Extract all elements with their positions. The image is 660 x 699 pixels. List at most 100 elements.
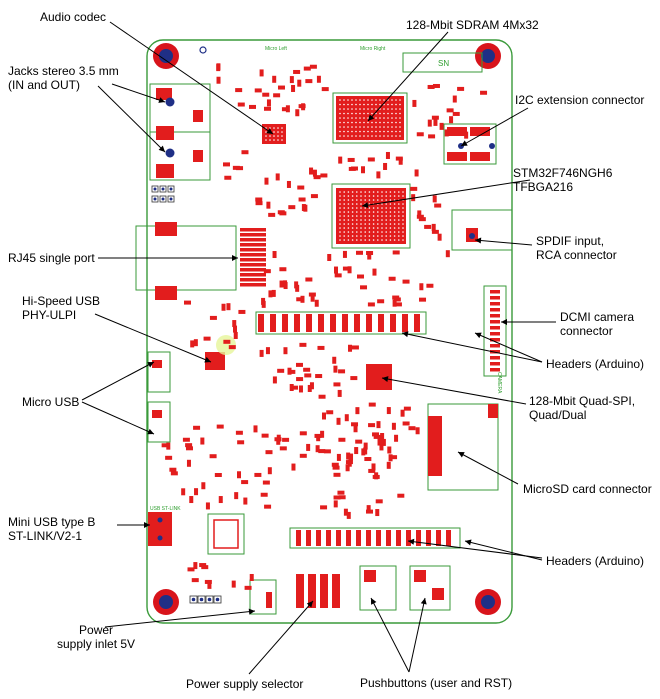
arduino-header-pad bbox=[306, 314, 312, 332]
sdram-ball bbox=[339, 126, 341, 128]
sdram-ball bbox=[347, 126, 349, 128]
sdram-ball bbox=[371, 103, 373, 106]
mcu-ball bbox=[368, 195, 371, 197]
mcu-ball bbox=[347, 227, 350, 229]
passive-component bbox=[415, 427, 420, 435]
mcu-ball bbox=[377, 231, 379, 233]
rj45-pad bbox=[155, 222, 177, 236]
passive-component bbox=[190, 340, 195, 348]
sdram-ball bbox=[395, 121, 397, 124]
micro-left-silk: Micro Left bbox=[265, 46, 288, 52]
sdram-ball bbox=[371, 135, 373, 137]
passive-component bbox=[185, 446, 193, 451]
header-pin bbox=[205, 595, 214, 604]
mcu-ball bbox=[398, 239, 400, 241]
label-sdram: 128-Mbit SDRAM 4Mx32 bbox=[406, 18, 539, 32]
passive-component bbox=[392, 250, 400, 255]
passive-component bbox=[427, 119, 432, 127]
header-pin-hole bbox=[199, 597, 204, 602]
passive-component bbox=[283, 347, 288, 355]
sdram-ball bbox=[355, 112, 357, 115]
passive-component bbox=[381, 438, 386, 446]
header-pin bbox=[167, 195, 175, 203]
serial-number-text: SN bbox=[438, 59, 449, 68]
sdram-ball bbox=[375, 117, 377, 119]
micro-right-silk: Micro Right bbox=[360, 46, 386, 52]
mcu-ball bbox=[347, 231, 350, 233]
sdram-ball bbox=[371, 126, 373, 128]
mcu-ball bbox=[393, 207, 396, 209]
mcu-ball bbox=[364, 211, 367, 213]
mcu-ball bbox=[360, 191, 362, 193]
passive-component bbox=[201, 482, 206, 490]
passive-component bbox=[336, 453, 341, 461]
i2c-hole bbox=[489, 143, 495, 149]
mcu-ball bbox=[398, 191, 400, 193]
sdram-ball bbox=[355, 121, 357, 124]
passive-component bbox=[296, 377, 304, 382]
mcu-ball bbox=[402, 235, 404, 237]
mcu-ball bbox=[389, 219, 392, 221]
passive-component bbox=[207, 581, 212, 589]
sdram-ball bbox=[375, 108, 377, 110]
chip-ball bbox=[269, 131, 271, 133]
sdram-ball bbox=[367, 108, 369, 110]
mcu-ball bbox=[393, 191, 396, 193]
passive-component bbox=[184, 300, 192, 305]
passive-component bbox=[294, 281, 299, 289]
passive-component bbox=[320, 430, 325, 438]
passive-component bbox=[222, 162, 230, 167]
passive-component bbox=[289, 383, 294, 391]
passive-component bbox=[446, 108, 454, 113]
mcu-ball bbox=[339, 219, 341, 221]
mcu-ball bbox=[368, 223, 371, 225]
arduino-header-pad bbox=[282, 314, 288, 332]
microsd-pad bbox=[428, 416, 442, 476]
mcu-ball bbox=[364, 203, 367, 205]
passive-component bbox=[333, 495, 341, 500]
sdram-ball bbox=[391, 99, 393, 101]
passive-component bbox=[303, 66, 311, 71]
rj45-pin-pad bbox=[240, 253, 266, 257]
mcu-ball bbox=[389, 207, 392, 209]
sdram-ball bbox=[343, 99, 345, 101]
sdram-ball bbox=[383, 126, 385, 128]
passive-component bbox=[300, 295, 305, 303]
passive-component bbox=[419, 283, 424, 291]
passive-component bbox=[241, 480, 249, 485]
mcu-ball bbox=[398, 231, 400, 233]
passive-component bbox=[355, 407, 360, 415]
passive-component bbox=[392, 295, 400, 300]
mounting-hole bbox=[481, 49, 495, 63]
sdram-ball bbox=[387, 121, 389, 124]
mcu-ball bbox=[339, 191, 341, 193]
i2c-pad bbox=[447, 127, 467, 136]
sdram-ball bbox=[399, 126, 401, 128]
mcu-ball bbox=[398, 215, 400, 217]
sdram-ball bbox=[339, 108, 341, 110]
mcu-ball bbox=[381, 211, 383, 213]
mcu-ball bbox=[389, 215, 392, 217]
sdram-ball bbox=[391, 126, 393, 128]
mcu-ball bbox=[372, 227, 375, 229]
mcu-ball bbox=[356, 191, 358, 193]
sdram-ball bbox=[351, 121, 353, 124]
passive-component bbox=[236, 166, 244, 171]
passive-component bbox=[305, 277, 313, 282]
header-pin-hole bbox=[207, 597, 212, 602]
sdram-ball bbox=[375, 130, 377, 133]
passive-component bbox=[185, 443, 193, 448]
passive-component bbox=[373, 434, 381, 439]
passive-component bbox=[233, 325, 238, 333]
mcu-ball bbox=[393, 231, 396, 233]
i2c-pad bbox=[447, 152, 467, 161]
passive-component bbox=[268, 212, 276, 217]
arduino-header-pad bbox=[416, 530, 421, 546]
passive-component bbox=[366, 505, 371, 513]
sdram-ball bbox=[343, 103, 345, 106]
passive-component bbox=[216, 76, 221, 84]
arduino-header-pad bbox=[342, 314, 348, 332]
passive-component bbox=[299, 431, 307, 436]
chip-ball bbox=[273, 131, 275, 133]
passive-component bbox=[353, 425, 358, 433]
